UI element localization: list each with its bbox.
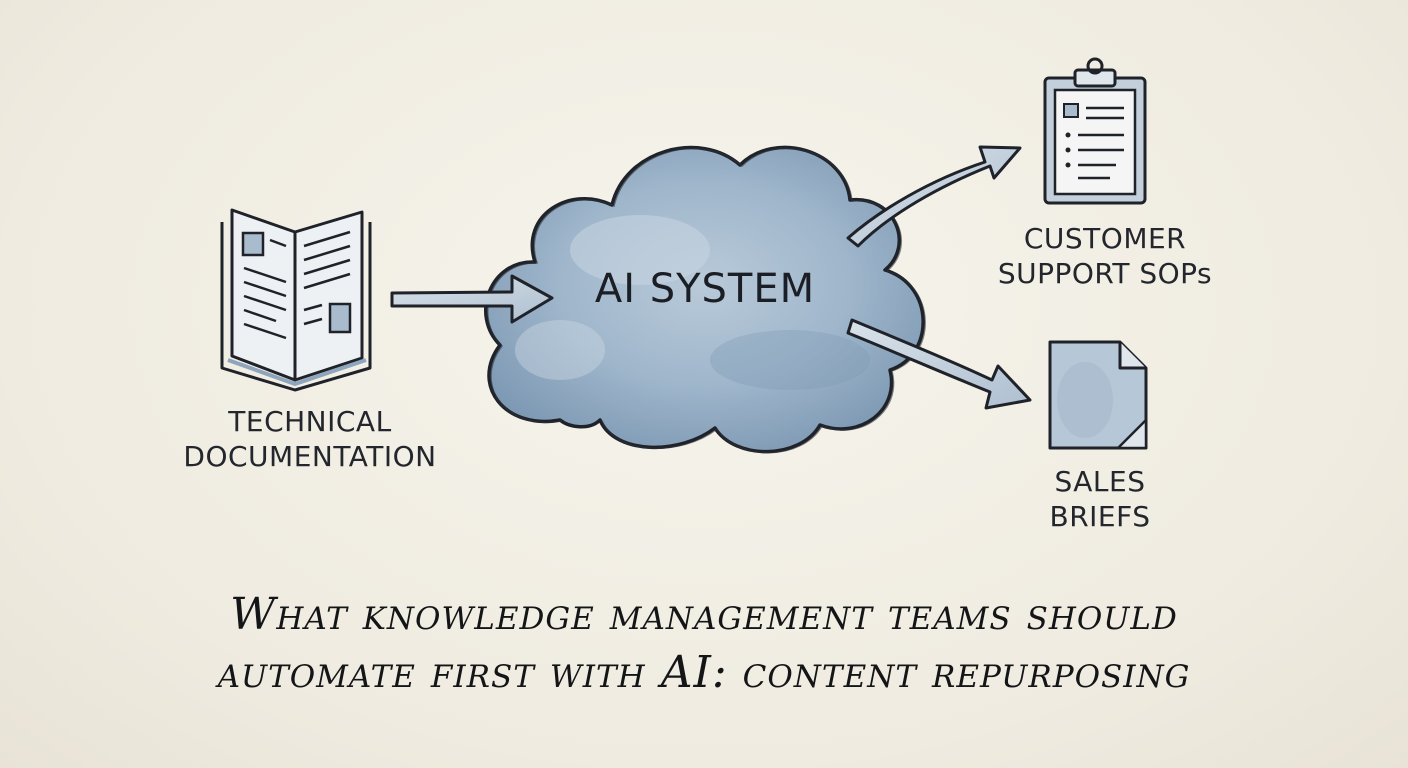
label-line: BRIEFS <box>1049 500 1151 533</box>
label-line: DOCUMENTATION <box>183 440 437 473</box>
label-line: TECHNICAL <box>228 405 392 438</box>
customer-support-sops-label: CUSTOMER SUPPORT SOPs <box>965 221 1245 291</box>
edge-input-arrow <box>390 274 554 324</box>
document-icon <box>1048 340 1148 450</box>
caption-line: What knowledge management teams should <box>230 589 1178 640</box>
clipboard-icon <box>1043 57 1147 205</box>
label-line: SALES <box>1054 465 1146 498</box>
edge-output-arrow-2 <box>846 318 1032 410</box>
technical-documentation-label: TECHNICAL DOCUMENTATION <box>150 404 470 474</box>
edge-output-arrow-1 <box>846 145 1022 248</box>
ai-system-label: AI SYSTEM <box>594 266 816 312</box>
label-line: SUPPORT SOPs <box>997 257 1213 290</box>
caption-title: What knowledge management teams should a… <box>54 586 1354 702</box>
ai-system-cloud <box>484 145 926 454</box>
caption-line: automate first with AI: content repurpos… <box>217 647 1191 698</box>
sales-briefs-label: SALES BRIEFS <box>1010 464 1190 534</box>
open-book-icon <box>220 208 372 392</box>
label-line: CUSTOMER <box>1023 222 1187 255</box>
